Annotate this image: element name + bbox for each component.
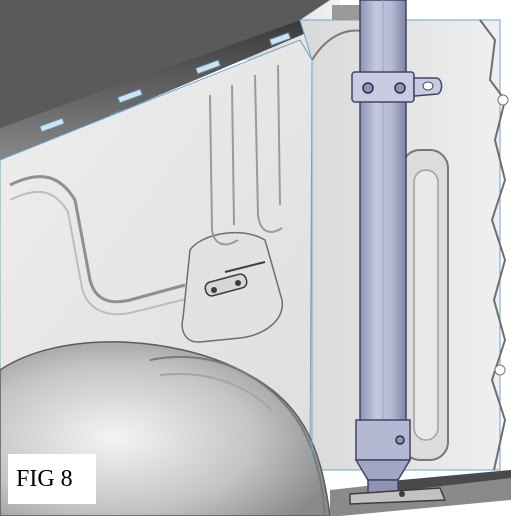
bed-rail-top [0, 0, 330, 130]
wall-emboss-left [9, 175, 186, 304]
sleeve-bolt [395, 435, 405, 445]
bed-stake-post [349, 0, 447, 505]
rear-panel-recess-inner [413, 169, 439, 441]
wheel-well-flange [149, 355, 326, 516]
wall-ribs [209, 64, 283, 246]
bed-rail [0, 20, 318, 160]
clamp-tab-hole [422, 81, 434, 91]
panel-top-lip [332, 5, 360, 20]
base-bolt [399, 491, 405, 497]
post-taper [354, 459, 412, 481]
panel-seam-line [299, 39, 313, 470]
tie-down-hook [224, 261, 266, 273]
clamp-bolt-left [362, 82, 374, 94]
tie-down-bolt-left [211, 287, 217, 293]
post-base-plate [349, 487, 447, 505]
floor-rail-edge [380, 470, 511, 492]
panel-cut-edge [479, 19, 507, 471]
wall-emboss-left-shadow [9, 191, 191, 316]
figure-label: FIG 8 [8, 454, 96, 504]
wheel-well-flange-inner [159, 373, 273, 411]
panel-hole-lower [494, 364, 506, 376]
panel-hole-upper [497, 94, 509, 106]
tie-down-bolt-right [235, 280, 241, 286]
clamp-bolt-right [394, 82, 406, 94]
